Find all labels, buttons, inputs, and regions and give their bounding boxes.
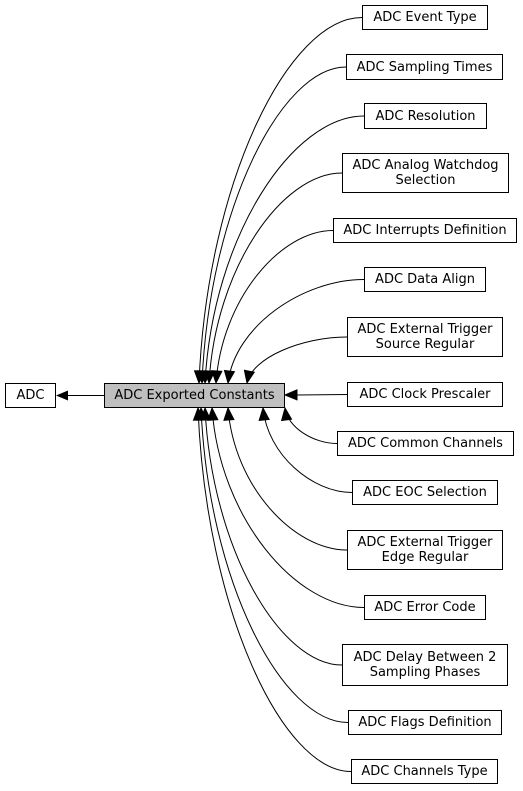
node-label-line: ADC Common Channels — [348, 436, 503, 451]
node-adc-exported-constants[interactable]: ADC Exported Constants — [104, 383, 285, 408]
node-label-line: ADC Analog Watchdog — [352, 158, 499, 173]
edge-external-trigger-source-regular — [246, 336, 348, 384]
arrowhead-eoc-selection — [258, 406, 270, 421]
node-resolution[interactable]: ADC Resolution — [364, 103, 487, 129]
edge-error-code — [211, 407, 365, 608]
edge-interrupts-definition — [215, 230, 334, 384]
arrowhead-common-channels — [280, 406, 293, 422]
node-label-line: ADC Event Type — [373, 10, 477, 25]
edge-clock-prescaler — [296, 394, 348, 396]
node-label-line: ADC Interrupts Definition — [343, 223, 507, 238]
edge-data-align — [227, 279, 365, 384]
node-label: ADC Exported Constants — [114, 388, 275, 403]
node-label-line: ADC Clock Prescaler — [359, 387, 491, 402]
node-label-line: Source Regular — [375, 337, 475, 352]
edge-analog-watchdog-selection — [208, 172, 343, 384]
node-label-line: ADC Resolution — [375, 108, 476, 124]
node-error-code[interactable]: ADC Error Code — [364, 595, 486, 620]
arrowhead-external-trigger-edge-regular — [223, 406, 235, 421]
arrowhead-channels-type — [192, 406, 205, 421]
edge-resolution — [204, 115, 365, 384]
arrowhead-data-align — [223, 369, 236, 385]
edge-sampling-times — [201, 66, 347, 384]
node-event-type[interactable]: ADC Event Type — [362, 5, 488, 30]
edge-common-channels — [284, 407, 338, 444]
node-interrupts-definition[interactable]: ADC Interrupts Definition — [333, 218, 517, 243]
node-adc[interactable]: ADC — [5, 383, 56, 408]
node-channels-type[interactable]: ADC Channels Type — [351, 759, 498, 784]
arrowhead-clock-prescaler — [283, 389, 298, 401]
arrowhead-error-code — [207, 406, 219, 421]
arrowhead-analog-watchdog-selection — [203, 370, 216, 385]
node-data-align[interactable]: ADC Data Align — [364, 267, 486, 292]
node-label-line: Sampling Phases — [369, 665, 481, 680]
node-label-line: ADC Channels Type — [361, 764, 488, 779]
edge-flags-definition — [200, 407, 349, 723]
node-label-line: ADC EOC Selection — [363, 485, 487, 500]
node-common-channels[interactable]: ADC Common Channels — [337, 431, 514, 456]
edge-eoc-selection — [262, 407, 353, 493]
arrowhead-interrupts-definition — [211, 370, 223, 385]
edge-channels-type — [197, 407, 352, 772]
node-label-line: ADC Data Align — [375, 272, 475, 287]
node-label-line: Edge Regular — [381, 550, 469, 565]
node-label-line: ADC Error Code — [374, 600, 476, 615]
node-sampling-times[interactable]: ADC Sampling Times — [346, 54, 503, 80]
node-eoc-selection[interactable]: ADC EOC Selection — [352, 480, 498, 505]
node-label-line: ADC Sampling Times — [356, 59, 493, 75]
edge-delay-between-2-sampling-phases — [204, 407, 343, 666]
edge-event-type — [198, 17, 363, 384]
node-label-line: ADC Delay Between 2 — [353, 650, 497, 665]
arrowhead-external-trigger-source-regular — [243, 369, 256, 385]
edge-external-trigger-edge-regular — [227, 407, 348, 551]
node-label-line: ADC External Trigger — [357, 322, 493, 337]
node-flags-definition[interactable]: ADC Flags Definition — [348, 710, 502, 735]
arrowhead-parent — [56, 390, 68, 401]
node-label-line: ADC External Trigger — [357, 535, 493, 550]
node-label: ADC — [16, 388, 45, 403]
node-clock-prescaler[interactable]: ADC Clock Prescaler — [347, 382, 503, 407]
node-label-line: ADC Flags Definition — [358, 715, 492, 730]
node-label-line: Selection — [395, 173, 456, 188]
